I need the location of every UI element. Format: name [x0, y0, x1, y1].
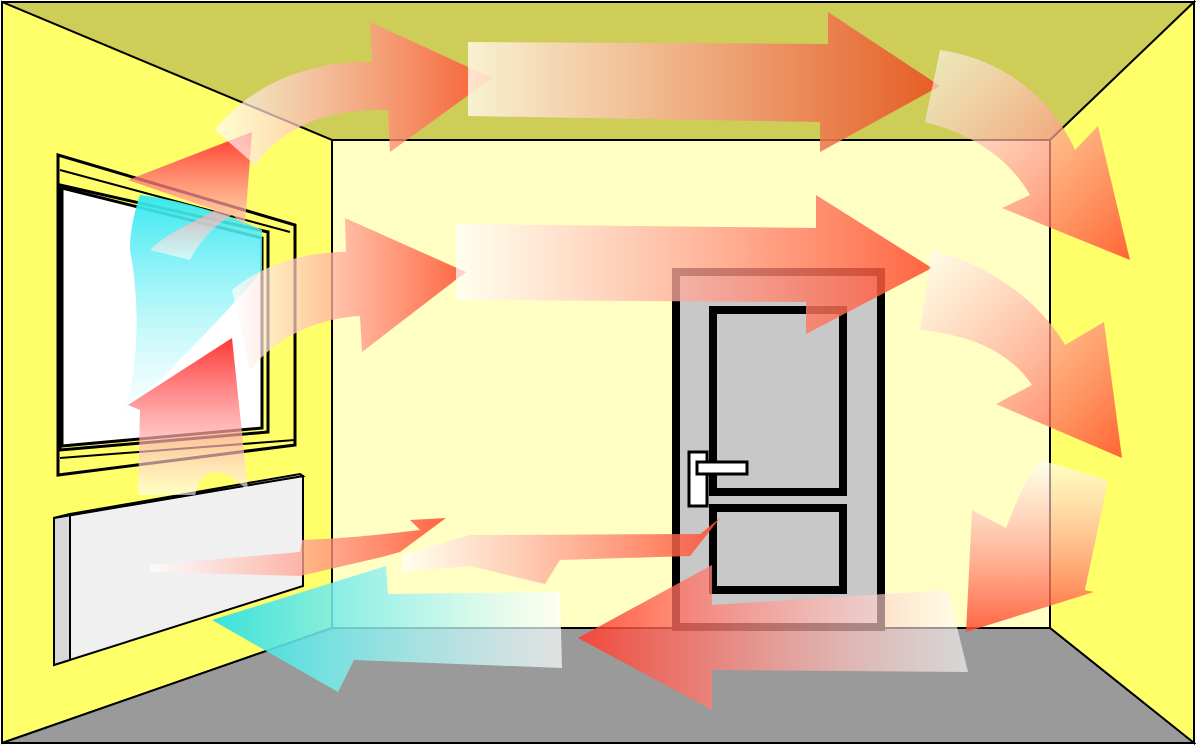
door-handle-plate	[689, 452, 707, 506]
radiator-side	[54, 514, 70, 665]
door-lower-panel	[713, 508, 843, 590]
door-handle	[697, 462, 747, 474]
